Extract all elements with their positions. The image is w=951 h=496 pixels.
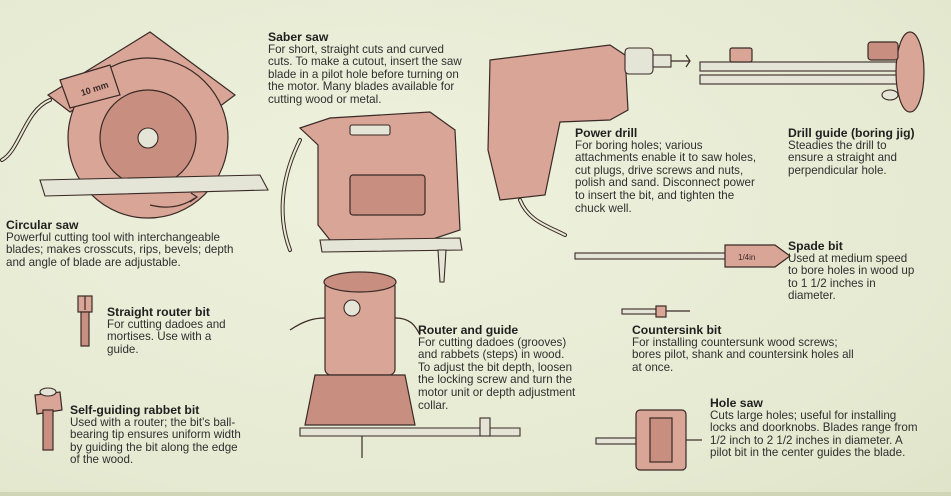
drill-guide-illustration	[699, 31, 925, 113]
countersink-bit-title: Countersink bit	[632, 323, 722, 337]
self-guiding-rabbet-bit-description: Used with a router; the bit's ball-beari…	[70, 415, 241, 467]
countersink-bit-caption: Countersink bit For installing countersu…	[632, 324, 862, 374]
drill-guide-description: Steadies the drill to ensure a straight …	[788, 138, 897, 177]
saber-saw-title: Saber saw	[268, 30, 329, 44]
circular-saw-description: Powerful cutting tool with interchangeab…	[6, 230, 234, 269]
straight-router-bit-description: For cutting dadoes and mortises. Use wit…	[107, 317, 226, 356]
hole-saw-description: Cuts large holes; useful for installing …	[710, 408, 918, 460]
spade-bit-caption: Spade bit Used at medium speed to bore h…	[788, 240, 918, 303]
saber-saw-illustration	[280, 111, 463, 283]
straight-router-bit-caption: Straight router bit For cutting dadoes a…	[107, 306, 237, 356]
circular-saw-caption: Circular saw Powerful cutting tool with …	[6, 219, 234, 269]
spade-bit-title: Spade bit	[788, 239, 843, 253]
hole-saw-caption: Hole saw Cuts large holes; useful for in…	[710, 397, 925, 460]
router-and-guide-title: Router and guide	[418, 323, 519, 337]
spade-bit-illustration: 1/4in	[574, 244, 792, 268]
power-drill-caption: Power drill For boring holes; various at…	[575, 127, 765, 215]
straight-router-bit-title: Straight router bit	[107, 305, 210, 319]
drill-guide-title: Drill guide (boring jig)	[788, 126, 915, 140]
hole-saw-illustration	[595, 409, 702, 471]
power-drill-illustration	[487, 44, 691, 237]
circular-saw-illustration: 10 mm	[0, 31, 269, 219]
hole-saw-title: Hole saw	[710, 396, 763, 410]
saber-saw-description: For short, straight cuts and curved cuts…	[268, 42, 462, 106]
spade-bit-marking: 1/4in	[738, 253, 755, 262]
router-and-guide-illustration	[289, 271, 521, 458]
power-drill-description: For boring holes; various attachments en…	[575, 138, 757, 215]
power-drill-title: Power drill	[575, 126, 638, 140]
router-and-guide-caption: Router and guide For cutting dadoes (gro…	[418, 324, 578, 412]
straight-router-bit-illustration	[77, 295, 93, 347]
self-guiding-rabbet-bit-title: Self-guiding rabbet bit	[70, 403, 200, 417]
countersink-bit-description: For installing countersunk wood screws; …	[632, 335, 854, 374]
circular-saw-title: Circular saw	[6, 218, 79, 232]
self-guiding-rabbet-bit-caption: Self-guiding rabbet bit Used with a rout…	[70, 404, 248, 467]
drill-guide-caption: Drill guide (boring jig) Steadies the dr…	[788, 127, 918, 177]
saber-saw-caption: Saber saw For short, straight cuts and c…	[268, 31, 468, 107]
countersink-bit-illustration	[621, 305, 690, 318]
router-and-guide-description: For cutting dadoes (grooves) and rabbets…	[418, 335, 576, 412]
spade-bit-description: Used at medium speed to bore holes in wo…	[788, 251, 915, 303]
self-guiding-rabbet-bit-illustration	[34, 387, 63, 451]
